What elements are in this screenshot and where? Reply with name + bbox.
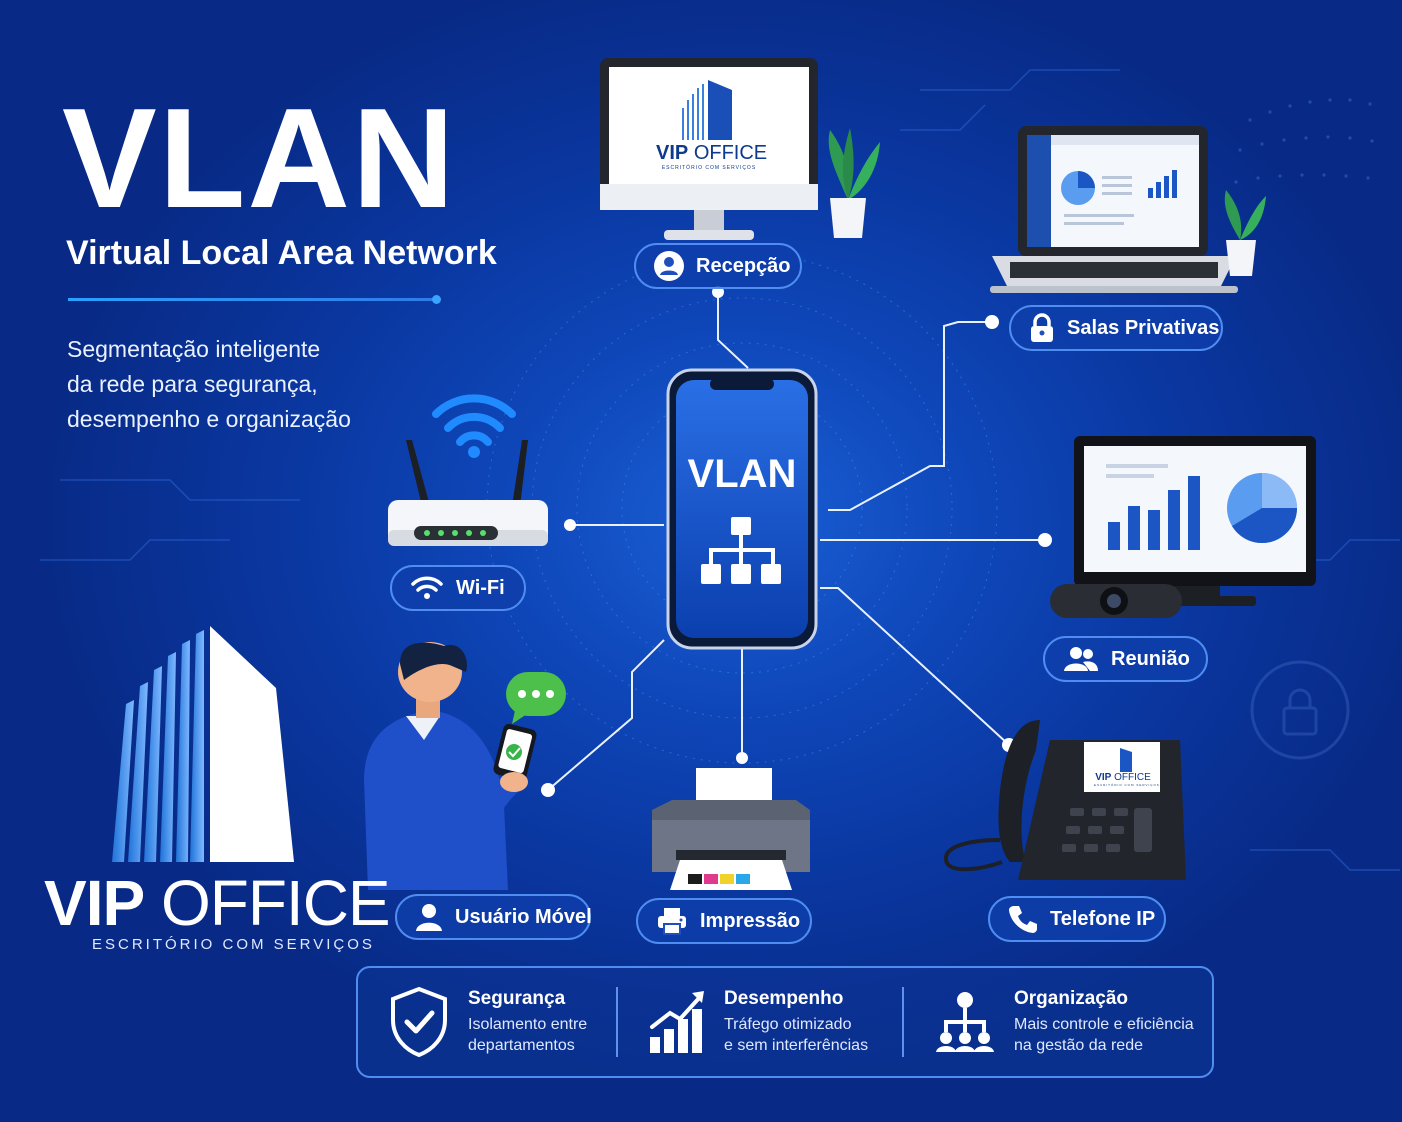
shield-check-icon [391,986,447,1058]
benefit-text: Tráfego otimizado [724,1016,852,1033]
hub-phone-icon [666,368,818,650]
node-label: Telefone IP [1050,907,1156,930]
mobile-user-icon [364,642,537,890]
benefit-organizacao: Organização Mais controle e eficiência n… [902,987,1212,1057]
phone-handset-icon [1009,906,1037,933]
laptop-icon [990,126,1238,293]
node-label: Usuário Móvel [455,905,592,928]
brand-name-light: OFFICE [160,867,391,939]
webcam-icon [1050,584,1182,618]
node-label: Salas Privativas [1067,316,1220,339]
line-telefone [820,587,1009,745]
plant-icon [1224,190,1266,276]
node-salas-privativas[interactable]: Salas Privativas [1009,305,1223,351]
phone-screen-logo-light: OFFICE [1114,772,1151,783]
group-icon [1064,647,1098,671]
router-icon [388,440,548,546]
wifi-icon [411,576,443,599]
brand-tagline: ESCRITÓRIO COM SERVIÇOS [92,936,375,953]
node-wifi[interactable]: Wi-Fi [390,565,526,611]
user-icon [654,251,684,281]
ip-phone-icon [944,720,1186,880]
page-title: VLAN [62,79,457,238]
benefit-text: departamentos [468,1037,575,1054]
benefit-text: e sem interferências [724,1037,869,1054]
brand-name: VIP OFFICE [44,866,391,940]
lock-watermark-icon [1250,660,1350,760]
node-label: Recepção [696,254,791,277]
screen-logo-bold: VIP [656,142,689,164]
org-structure-icon [936,992,994,1052]
hub-label: VLAN [687,452,797,496]
benefit-text: Isolamento entre [468,1016,588,1033]
screen-logo-name: VIP OFFICE [656,142,767,165]
brand-name-bold: VIP [44,867,145,939]
node-usuario-movel[interactable]: Usuário Móvel [395,894,592,940]
wifi-signal-icon [432,394,516,446]
line-salas [828,321,992,511]
description: Segmentação inteligente da rede para seg… [67,332,397,437]
printer-small-icon [658,908,686,935]
description-line: da rede para segurança, [67,371,318,397]
description-line: desempenho e organização [67,406,351,432]
meeting-monitor-icon [1074,436,1316,606]
reception-monitor-icon [600,58,818,240]
node-label: Wi-Fi [456,576,505,599]
screen-logo-tagline: ESCRITÓRIO COM SERVIÇOS [661,165,757,171]
connections [547,292,1045,791]
line-usuario [547,639,665,791]
benefit-seguranca: Segurança Isolamento entre departamentos [358,986,616,1058]
phone-screen-logo-bold: VIP [1095,772,1112,783]
user-icon [416,904,442,931]
circuit-lines [40,69,1400,871]
benefit-text: Mais controle e eficiência [1014,1016,1194,1033]
printer-icon [652,768,810,890]
phone-screen-logo-name: VIP OFFICE [1094,772,1152,783]
divider-dot [432,295,441,304]
title-divider [68,298,438,301]
benefit-title: Segurança [468,988,566,1009]
network-hierarchy-icon [701,517,781,584]
screen-logo-light: OFFICE [693,142,768,164]
benefit-title: Organização [1014,988,1129,1009]
page-subtitle: Virtual Local Area Network [66,234,497,272]
benefit-title: Desempenho [724,988,844,1009]
node-label: Reunião [1111,647,1190,670]
benefit-desempenho: Desempenho Tráfego otimizado e sem inter… [616,987,902,1057]
vip-office-logo-icon [112,626,294,862]
description-line: Segmentação inteligente [67,336,321,362]
lock-icon [1031,313,1053,342]
monitor-screen-logo: VIP OFFICE ESCRITÓRIO COM SERVIÇOS [656,142,767,171]
benefit-text: na gestão da rede [1014,1037,1143,1054]
benefits-panel: Segurança Isolamento entre departamentos… [356,966,1214,1078]
node-label: Impressão [700,909,801,932]
globe-dots [1234,98,1374,184]
phone-screen-logo: VIP OFFICE ESCRITÓRIO COM SERVIÇOS [1094,772,1160,787]
plant-icon [828,128,880,238]
phone-screen-logo-tagline: ESCRITÓRIO COM SERVIÇOS [1094,783,1160,787]
node-reuniao[interactable]: Reunião [1043,636,1208,682]
node-impressao[interactable]: Impressão [636,898,812,944]
line-recepcao [717,292,749,369]
node-recepcao[interactable]: Recepção [634,243,802,289]
node-telefone-ip[interactable]: Telefone IP [988,896,1166,942]
chat-bubble-icon [506,672,566,724]
bar-chart-growth-icon [650,991,704,1053]
